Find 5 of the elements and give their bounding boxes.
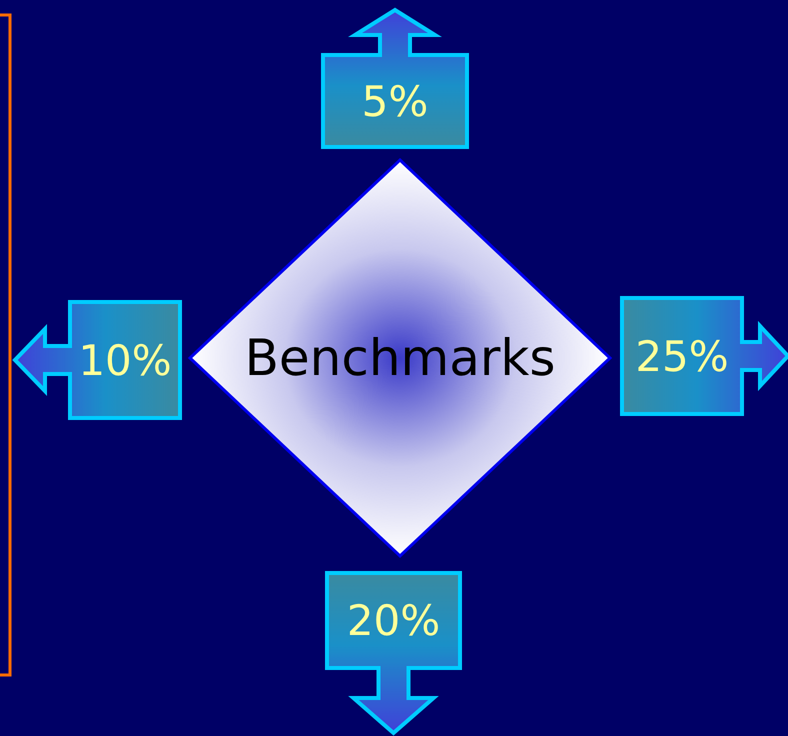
percentage-label: 5% [362, 76, 428, 126]
percentage-label: 20% [346, 596, 440, 645]
percentage-label: 25% [635, 332, 729, 380]
diamond-label: Benchmarks [244, 329, 556, 387]
percentage-label: 10% [78, 336, 172, 384]
